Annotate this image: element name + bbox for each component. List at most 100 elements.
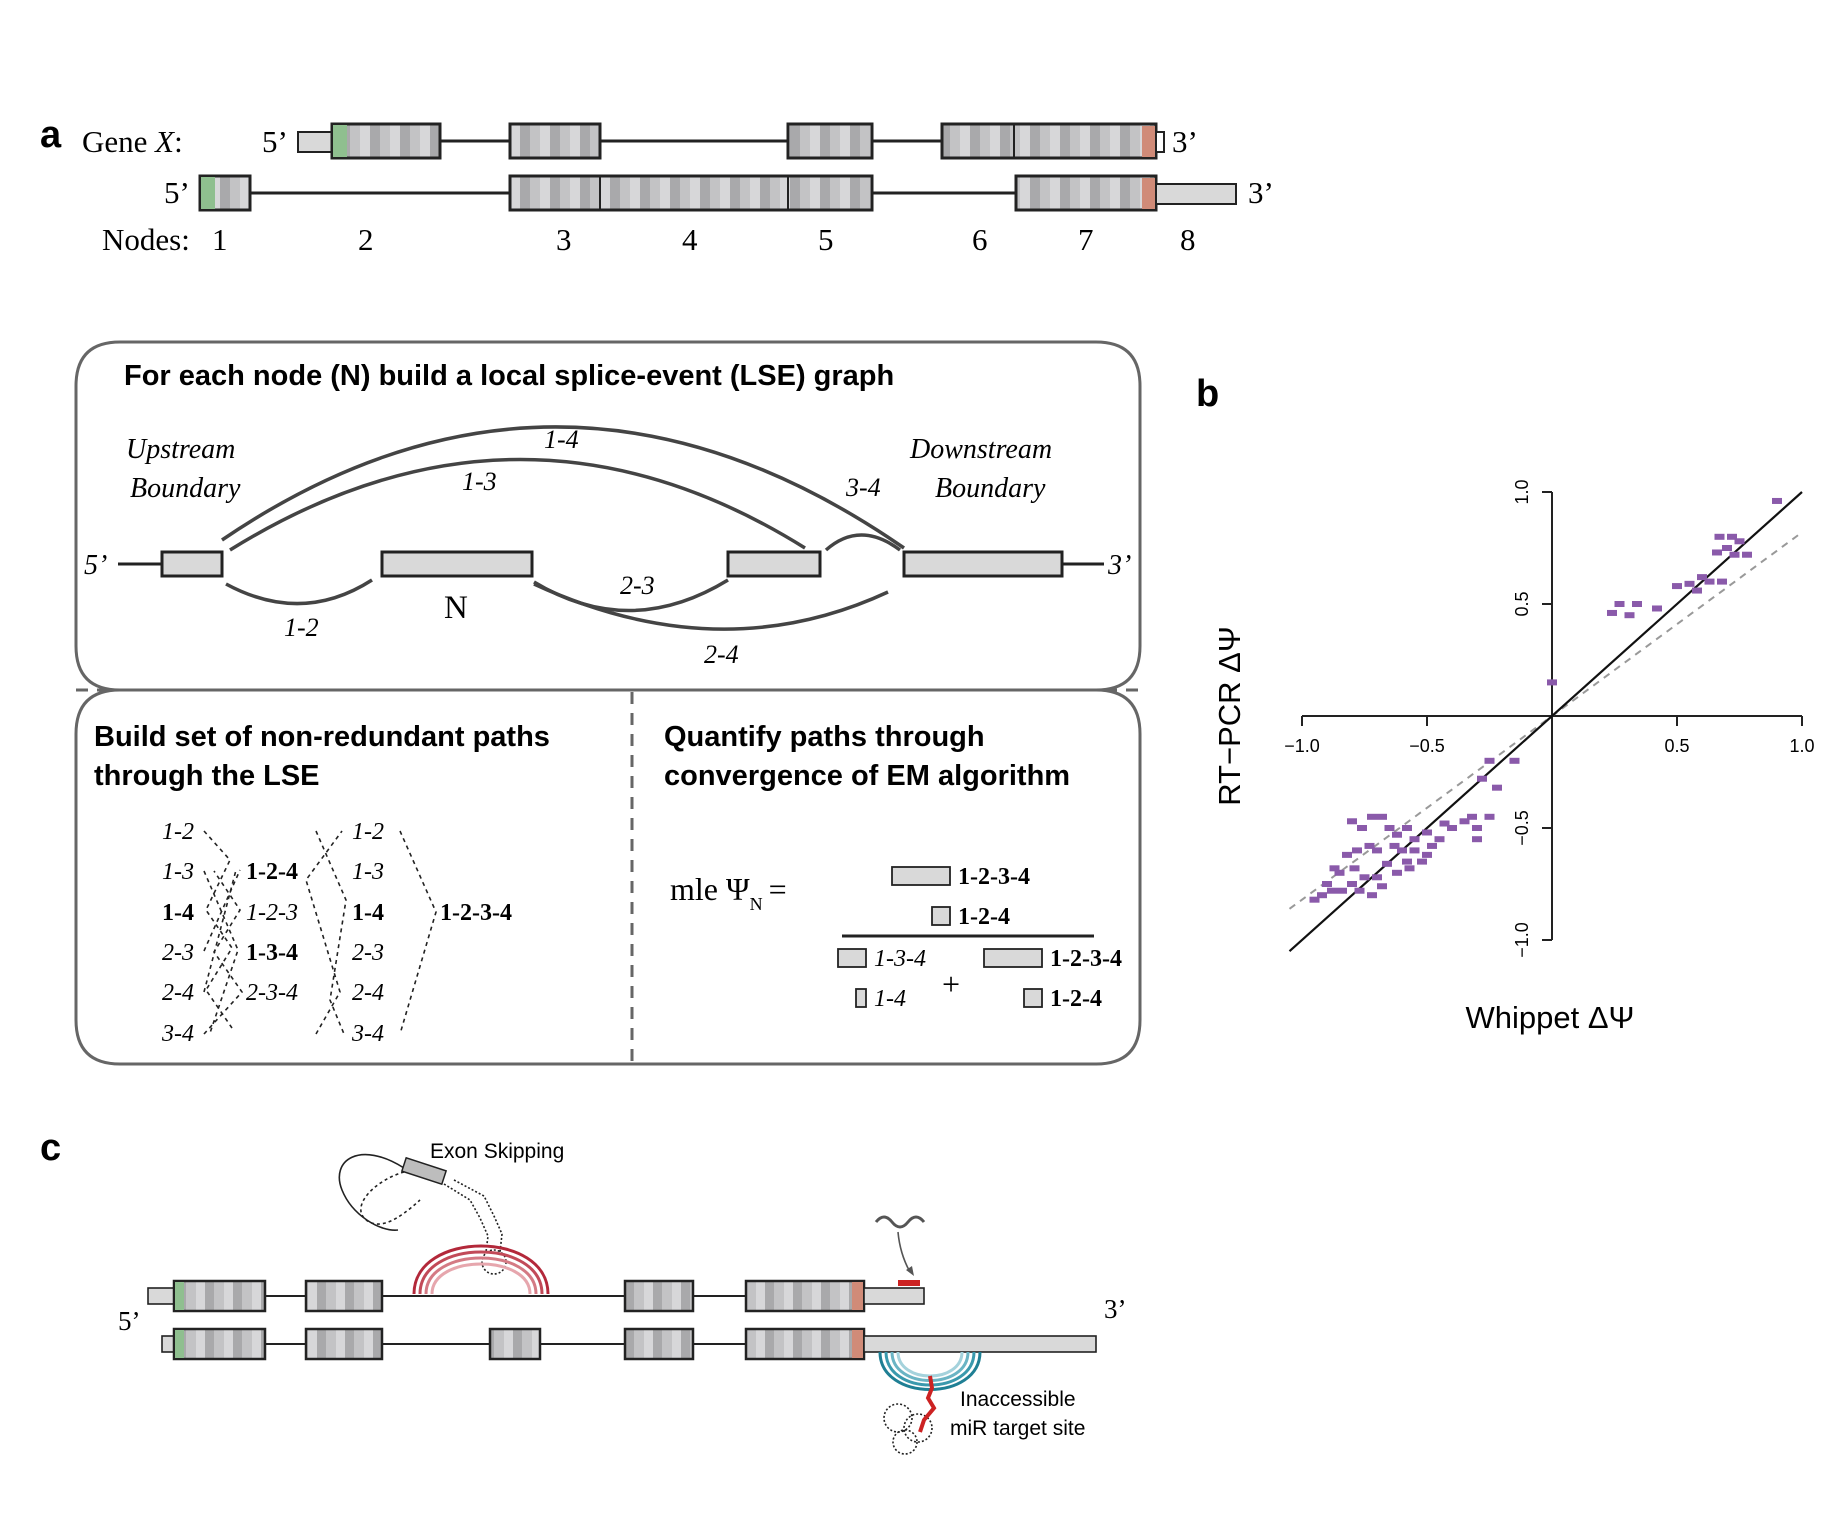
data-point: [1377, 813, 1387, 820]
upstream-label-2: Boundary: [130, 473, 241, 504]
path-right-5: 2-4: [352, 980, 384, 1006]
edge-2-3: 2-3: [620, 571, 655, 600]
path-left-1: 1-2: [162, 819, 194, 845]
isoform-2: 5’ 3’: [164, 174, 1274, 212]
x-tick-label: 1.0: [1789, 736, 1814, 756]
edge-3-4: 3-4: [845, 473, 881, 502]
mir-site-red: [898, 1280, 920, 1286]
exon-3-4-5: [508, 174, 874, 212]
isoform-2-five-prime: 5’: [164, 175, 190, 210]
node-N-label: N: [444, 590, 468, 626]
lse-node-N: [380, 550, 534, 578]
c2-exon-skip: [488, 1327, 542, 1361]
path-mid-3: 1-3-4: [246, 940, 298, 966]
c2-utr-3: [863, 1335, 1097, 1353]
mle-psi: mle ΨN=: [670, 871, 787, 914]
isoform-1: 5’ 3’: [262, 122, 1198, 160]
data-point: [1392, 831, 1402, 838]
data-point: [1717, 578, 1727, 585]
path-mid-4: 2-3-4: [246, 980, 298, 1006]
data-point: [1334, 869, 1345, 876]
utr-5-isoform-1: [297, 131, 333, 153]
data-point: [1352, 847, 1362, 854]
num-path-1: 1-2-3-4: [958, 864, 1030, 890]
data-point: [1704, 578, 1715, 585]
data-point: [1492, 784, 1502, 791]
path-left-3: 1-4: [162, 900, 194, 926]
exon-skipping-label: Exon Skipping: [430, 1140, 564, 1163]
path-mid-1: 1-2-4: [246, 859, 298, 885]
data-point: [1624, 612, 1635, 619]
edge-1-4: 1-4: [544, 425, 579, 454]
path-right-1: 1-2: [352, 819, 384, 845]
data-point: [1632, 601, 1642, 607]
num-path-2: 1-2-4: [958, 904, 1010, 930]
x-tick-label: 0.5: [1664, 736, 1689, 756]
panel-c-isoform-1: [147, 1215, 926, 1313]
panel-c-three-prime: 3’: [1104, 1294, 1127, 1324]
data-point: [1439, 820, 1450, 827]
data-point: [1772, 497, 1782, 504]
path-left-6: 3-4: [161, 1021, 194, 1047]
exon-3a: [508, 122, 602, 160]
quant-title-1: Quantify paths through: [664, 721, 985, 753]
path-left-5: 2-4: [162, 980, 194, 1006]
panel-c-isoform-2: [161, 1327, 1097, 1455]
data-point: [1722, 545, 1732, 551]
panel-b-label: b: [1196, 373, 1219, 415]
data-point: [1714, 533, 1725, 540]
data-point: [1672, 583, 1682, 590]
data-point: [1367, 892, 1377, 899]
node-6: 6: [972, 222, 988, 257]
data-point: [1422, 829, 1432, 836]
data-point: [1404, 865, 1415, 872]
c1-exon-4: [744, 1279, 866, 1313]
data-point: [1684, 580, 1695, 587]
data-point: [1327, 887, 1337, 894]
upstream-label-1: Upstream: [126, 434, 235, 465]
y-tick-label: 1.0: [1512, 479, 1532, 504]
path-left-4: 2-3: [162, 940, 194, 966]
exon-2: [330, 122, 442, 160]
data-point: [1607, 609, 1617, 616]
lse-box: For each node (N) build a local splice-e…: [74, 340, 1142, 1066]
data-point: [1357, 825, 1367, 831]
path-right-2: 1-3: [352, 859, 384, 885]
data-point: [1742, 551, 1752, 558]
den-left-1: 1-3-4: [874, 946, 926, 972]
panel-a-label: a: [40, 114, 62, 156]
c2-exon-1: [172, 1327, 267, 1361]
data-point: [1402, 858, 1412, 865]
data-point: [1467, 813, 1477, 820]
x-tick-label: −1.0: [1284, 736, 1320, 756]
data-point: [1322, 881, 1332, 887]
den-left-2: 1-4: [874, 986, 906, 1012]
y-tick-label: −0.5: [1512, 810, 1532, 846]
exon-6-7: [940, 122, 1158, 160]
data-point: [1354, 887, 1365, 894]
node-1: 1: [212, 222, 228, 257]
panel-c-five-prime: 5’: [118, 1306, 141, 1336]
data-point: [1484, 757, 1495, 764]
data-point: [1317, 892, 1327, 899]
plus-sign: +: [942, 966, 960, 1002]
path-left-2: 1-3: [162, 859, 194, 885]
data-point: [1342, 851, 1352, 858]
y-axis-label: RT−PCR ΔΨ: [1212, 626, 1247, 806]
data-point: [1547, 679, 1557, 686]
data-point: [1712, 549, 1722, 556]
data-point: [1377, 883, 1387, 890]
lse-title: For each node (N) build a local splice-e…: [124, 360, 894, 392]
data-point: [1347, 881, 1357, 887]
data-point: [1382, 860, 1392, 867]
panel-a: a Gene X: 5’ 3’ 5’: [40, 114, 1274, 257]
data-point: [1447, 825, 1457, 831]
data-point: [1459, 818, 1470, 825]
path-final: 1-2-3-4: [440, 900, 512, 926]
data-point: [1364, 842, 1375, 849]
isoform-1-three-prime: 3’: [1172, 124, 1198, 159]
data-point: [1417, 858, 1427, 865]
lse-three-prime: 3’: [1107, 550, 1131, 581]
